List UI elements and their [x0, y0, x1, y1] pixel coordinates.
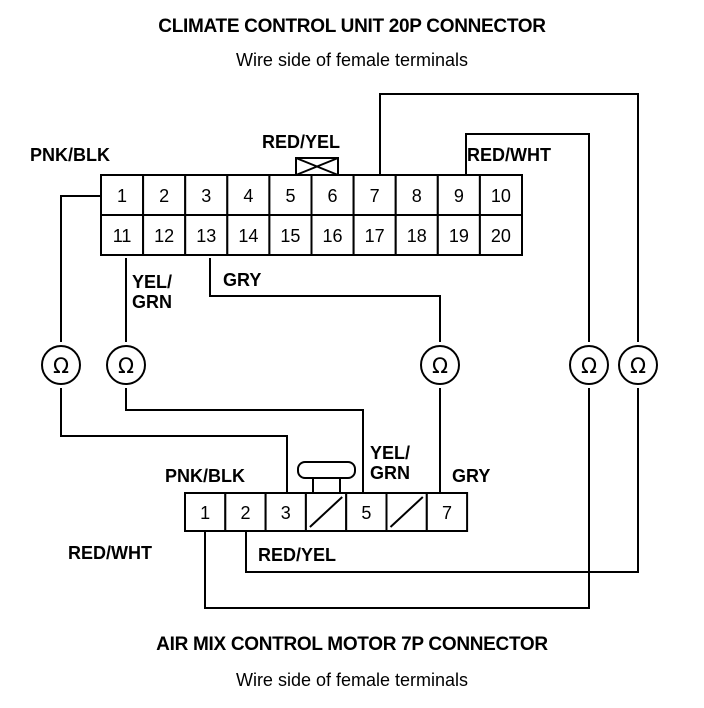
top-terminal-cell [184, 174, 229, 216]
wire-red-yel-lower [245, 388, 639, 573]
unused-terminal-slash [309, 496, 343, 528]
bottom-terminal-cell [425, 492, 469, 532]
ohmmeter-1-to-1: Ω [41, 345, 81, 385]
top-terminal-number: 7 [370, 186, 380, 206]
label-top-gry: GRY [223, 270, 262, 290]
ohm-icon: Ω [630, 354, 646, 378]
wires [60, 93, 639, 609]
top-terminal-number: 19 [449, 226, 469, 246]
top-connector-lock [295, 157, 339, 176]
top-terminal-cell [226, 214, 271, 256]
wire-yel-grn-lower [125, 388, 364, 493]
label-bottom-red-yel: RED/YEL [258, 545, 337, 565]
bottom-connector-lock [297, 461, 356, 493]
top-terminal-number: 1 [117, 186, 127, 206]
top-terminal-number: 12 [154, 226, 174, 246]
wire-red-yel [379, 93, 639, 342]
ohm-icon: Ω [118, 354, 134, 378]
label-top-pnk-blk: PNK/BLK [30, 145, 110, 165]
bottom-terminal-number: 1 [200, 503, 210, 523]
ohmmeter-7-to-2: Ω [618, 345, 658, 385]
top-terminal-number: 18 [407, 226, 427, 246]
wire-red-wht [465, 133, 590, 342]
top-terminal-number: 17 [365, 226, 385, 246]
ohmmeter-13-to-7: Ω [420, 345, 460, 385]
top-terminal-number: 16 [323, 226, 343, 246]
top-terminal-number: 13 [196, 226, 216, 246]
top-terminal-number: 20 [491, 226, 511, 246]
label-top-yel-grn: YEL/ GRN [132, 272, 173, 312]
ohmmeter-circle [420, 345, 460, 385]
ohmmeter-9-to-1: Ω [569, 345, 609, 385]
top-terminal-number: 14 [238, 226, 258, 246]
label-bottom-red-wht: RED/WHT [68, 543, 152, 563]
ohmmeter-11-to-3: Ω [106, 345, 146, 385]
wire-pnk-blk-lower [60, 388, 288, 493]
top-terminal-number: 3 [201, 186, 211, 206]
top-terminal-number: 6 [328, 186, 338, 206]
label-top-red-wht: RED/WHT [467, 145, 551, 165]
ohm-icon: Ω [581, 354, 597, 378]
top-connector-title: CLIMATE CONTROL UNIT 20P CONNECTOR [158, 16, 546, 37]
top-terminal-number: 11 [113, 226, 132, 246]
bottom-terminal-cell [224, 492, 267, 532]
top-terminal-number: 9 [454, 186, 464, 206]
top-terminal-cell [142, 214, 187, 256]
ohmmeter-circle [41, 345, 81, 385]
ohmmeter-circle [569, 345, 609, 385]
wire-gry [209, 258, 441, 342]
label-bottom-pnk-blk: PNK/BLK [165, 466, 245, 486]
bottom-terminal-number: 2 [240, 503, 250, 523]
bottom-terminal-cell [345, 492, 388, 532]
bottom-connector-subtitle: Wire side of female terminals [235, 670, 469, 690]
top-terminal-cell [478, 214, 523, 256]
top-terminal-number: 2 [159, 186, 169, 206]
top-terminal-cell [268, 214, 313, 256]
label-top-red-yel: RED/YEL [262, 132, 341, 152]
top-terminal-cell [394, 214, 439, 256]
top-terminal-number: 10 [491, 186, 511, 206]
bottom-connector-title: AIR MIX CONTROL MOTOR 7P CONNECTOR [156, 634, 548, 655]
ohm-icon: Ω [432, 354, 448, 378]
bottom-terminal-cell [184, 492, 227, 532]
ohmmeter-circle [106, 345, 146, 385]
top-terminal-number: 15 [280, 226, 300, 246]
top-terminal-number: 5 [285, 186, 295, 206]
bottom-terminal-number: 7 [442, 503, 452, 523]
top-terminal-cell [310, 214, 355, 256]
top-connector-subtitle: Wire side of female terminals [235, 50, 469, 70]
top-terminal-cell [268, 174, 313, 216]
top-terminal-cell [100, 214, 145, 256]
bottom-terminal-number: 3 [281, 503, 291, 523]
ohm-icon: Ω [53, 354, 69, 378]
top-terminal-number: 8 [412, 186, 422, 206]
bottom-connector: 1 2 3 5 7 [184, 492, 469, 532]
label-bottom-yel-grn: YEL/ GRN [370, 443, 411, 483]
ohmmeter-circle [618, 345, 658, 385]
label-bottom-gry: GRY [452, 466, 491, 486]
top-terminal-number: 4 [243, 186, 253, 206]
bottom-terminal-number: 5 [361, 503, 371, 523]
unused-terminal-slash [389, 496, 424, 528]
wire-pnk-blk [60, 195, 101, 342]
wire-red-wht-lower [204, 388, 590, 609]
